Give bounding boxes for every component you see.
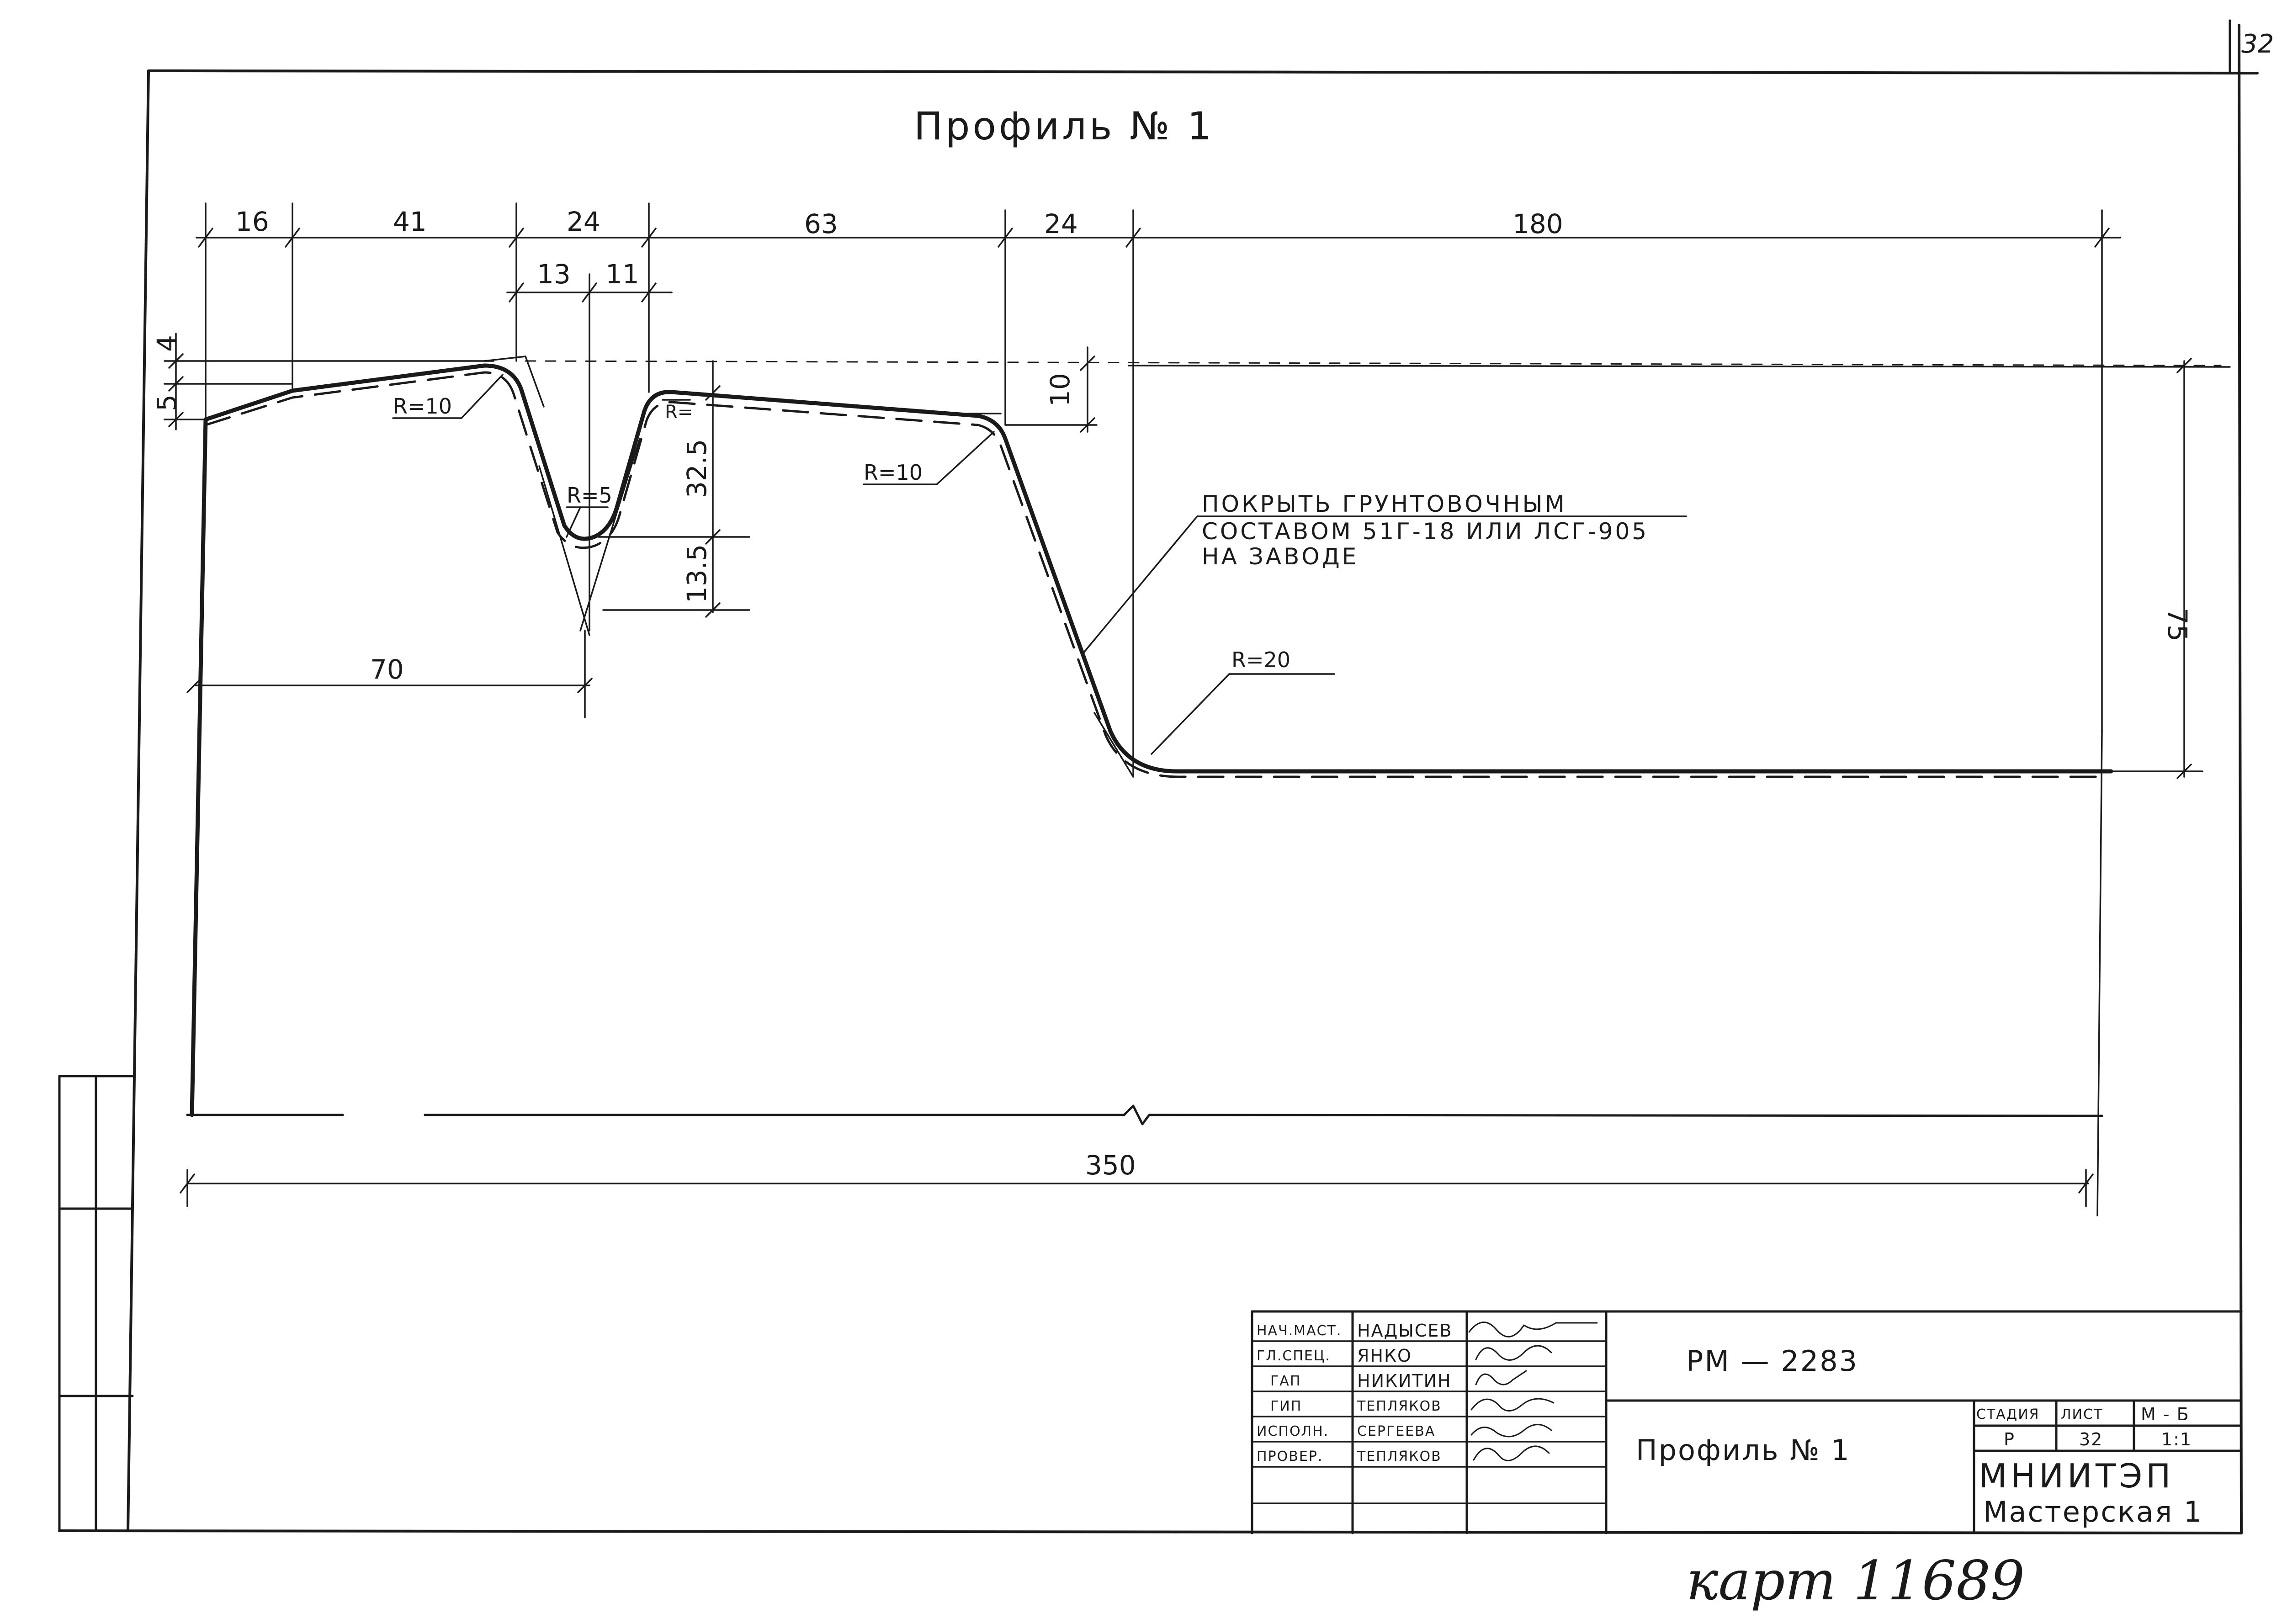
profile-outline [190,356,2113,1117]
dim-5: 5 [151,394,182,411]
dim-350: 350 [1085,1150,1136,1181]
workshop: Мастерская 1 [1983,1495,2203,1528]
signatures [1468,1321,1598,1461]
sheet-value: 32 [2079,1429,2103,1449]
stage-value: Р [2004,1429,2015,1449]
role-1: НАЧ.МАСТ. [1257,1323,1342,1339]
dim-75-lines [1128,358,2231,779]
profile-title: Профиль № 1 [914,104,1215,149]
dim-4: 4 [151,335,182,352]
dim-16: 16 [235,206,269,237]
dim-75: 75 [2162,608,2193,642]
organization: МНИИТЭП [1979,1457,2174,1495]
role-2: ГЛ.СПЕЦ. [1257,1348,1331,1364]
radius-r5: R=5 [567,483,612,508]
radius-r-small: R= [665,402,693,423]
note-line-2: СОСТАВОМ 51Г-18 ИЛИ ЛСГ-905 [1202,518,1649,545]
dim-32-5: 32.5 [681,439,712,498]
dim-24-left: 24 [567,206,600,237]
title-block [1251,1310,2243,1534]
page-number: 32 [2241,29,2274,59]
radius-r10-right: R=10 [864,460,923,485]
note-line-1: ПОКРЫТЬ ГРУНТОВОЧНЫМ [1202,491,1567,517]
radius-r20: R=20 [1231,647,1290,672]
coating-note [1082,515,1687,654]
radius-leaders [392,374,1335,755]
dim-10: 10 [1045,373,1076,407]
name-3: НИКИТИН [1357,1371,1452,1391]
valley-depth-dims [598,360,750,618]
radius-r10-left: R=10 [393,394,452,419]
bottom-dimension [180,730,2103,1216]
role-6: ПРОВЕР. [1257,1449,1323,1465]
name-2: ЯНКО [1357,1346,1412,1366]
dim-13-5: 13.5 [681,544,712,603]
drawing-code: РМ — 2283 [1686,1344,1858,1378]
name-4: ТЕПЛЯКОВ [1357,1398,1442,1414]
dim-180: 180 [1512,208,1563,239]
dim-41: 41 [393,206,427,237]
role-5: ИСПОЛН. [1257,1423,1329,1439]
dim-63: 63 [804,208,838,239]
name-5: СЕРГЕЕВА [1357,1423,1435,1439]
role-3: ГАП [1270,1373,1301,1389]
dim-10-lines [1004,346,1098,433]
name-1: НАДЫСЕВ [1357,1321,1452,1341]
scale-value: 1:1 [2161,1429,2192,1449]
scale-label: М - Б [2141,1404,2190,1424]
dim-13: 13 [537,259,571,290]
dim-70: 70 [370,654,404,685]
note-line-3: НА ЗАВОДЕ [1202,543,1359,570]
sheet-title: Профиль № 1 [1636,1433,1851,1467]
name-6: ТЕПЛЯКОВ [1357,1449,1442,1465]
role-4: ГИП [1270,1398,1302,1414]
stage-label: СТАДИЯ [1976,1406,2040,1422]
dim-11: 11 [605,259,639,290]
drawing-frame [58,19,2259,1534]
dim-24-right: 24 [1044,208,1078,239]
top-dimension-chain [196,202,2121,778]
sheet-label: ЛИСТ [2061,1406,2103,1422]
archive-note: карт 11689 [1686,1549,2025,1612]
left-vertical-dims [164,333,2222,430]
dim-70-lines [186,630,593,718]
